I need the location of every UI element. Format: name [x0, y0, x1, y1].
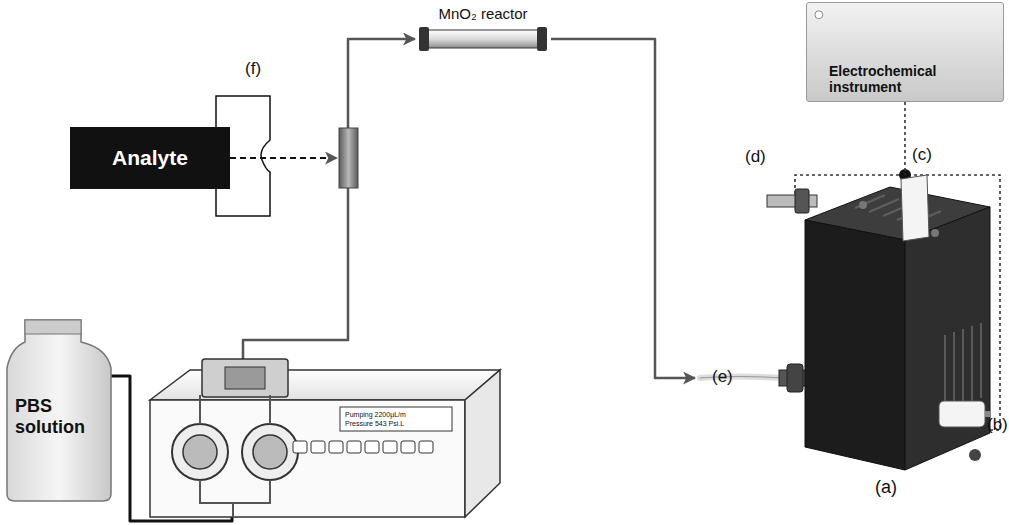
node-text: Pumping 2200μL/m: [345, 410, 449, 419]
cell-left-face: [805, 220, 905, 470]
syringe-pump: Pumping 2200μL/mPressure 543 Psi.L: [145, 355, 505, 520]
instrument-box: Electrochemical instrument: [806, 2, 1004, 102]
pump-buttons: [293, 441, 433, 453]
electrode-nut: [795, 189, 809, 213]
cell-screw: [859, 201, 867, 209]
pump-button: [311, 441, 325, 453]
counter-electrode: [939, 401, 985, 427]
part-label: (f): [245, 60, 261, 79]
pump-tubing: [200, 395, 270, 517]
panel-hole: [815, 11, 823, 19]
cell-foot: [969, 449, 981, 461]
working-electrode: [901, 175, 929, 241]
pump-valve-head: [202, 359, 288, 397]
flow-cell: (a): [695, 165, 1000, 503]
cell-groove: [980, 323, 982, 398]
pump-button: [293, 441, 307, 453]
tube-nut: [787, 364, 803, 392]
carrier-tubing: [243, 39, 415, 363]
cell-groove: [944, 335, 946, 410]
bottle-cap: [25, 320, 81, 334]
pump-button: [419, 441, 433, 453]
pump-head: [172, 424, 228, 480]
signal-wire: [904, 102, 906, 175]
reactor-cap: [419, 27, 429, 51]
pump-head: [242, 424, 298, 480]
node-text: MnO₂ reactor: [415, 5, 551, 22]
reactor-column: MnO₂ reactor: [415, 5, 551, 55]
pump-button: [347, 441, 361, 453]
part-label: (d): [745, 148, 766, 167]
bottle-outline: [7, 320, 111, 501]
cell-groove: [962, 329, 964, 404]
pump-front: [150, 400, 465, 517]
cell-right-face: [905, 207, 990, 470]
reactor-tube: [423, 30, 543, 48]
part-label: (e): [712, 368, 733, 387]
analyte-box: Analyte: [70, 127, 230, 189]
injection-arrow: [230, 157, 337, 159]
node-shape: [695, 165, 1000, 503]
node-text: Pressure 543 Psi.L: [345, 419, 449, 428]
injection-valve: [339, 128, 358, 188]
pump-button: [401, 441, 415, 453]
node-text: Analyte: [70, 146, 230, 170]
pump-button: [365, 441, 379, 453]
cell-groove: [971, 326, 973, 401]
cell-screw: [931, 229, 939, 237]
pump-valve-block: [225, 367, 265, 389]
pump-button: [383, 441, 397, 453]
node-text: (a): [875, 477, 915, 498]
node-text: Electrochemical instrument: [829, 63, 979, 95]
pump-button: [329, 441, 343, 453]
buffer-bottle: PBS solution: [3, 318, 115, 504]
pump-head: [253, 435, 287, 469]
node-shape: [145, 355, 505, 520]
part-label: (b): [987, 416, 1008, 435]
pump-side: [465, 370, 500, 517]
pump-head: [183, 435, 217, 469]
outlet-tubing: [551, 39, 695, 378]
node-text: PBS solution: [15, 396, 105, 438]
cell-groove: [953, 332, 955, 407]
part-label: (c): [912, 146, 932, 165]
pump-display: [340, 407, 452, 431]
reactor-cap: [537, 27, 547, 51]
